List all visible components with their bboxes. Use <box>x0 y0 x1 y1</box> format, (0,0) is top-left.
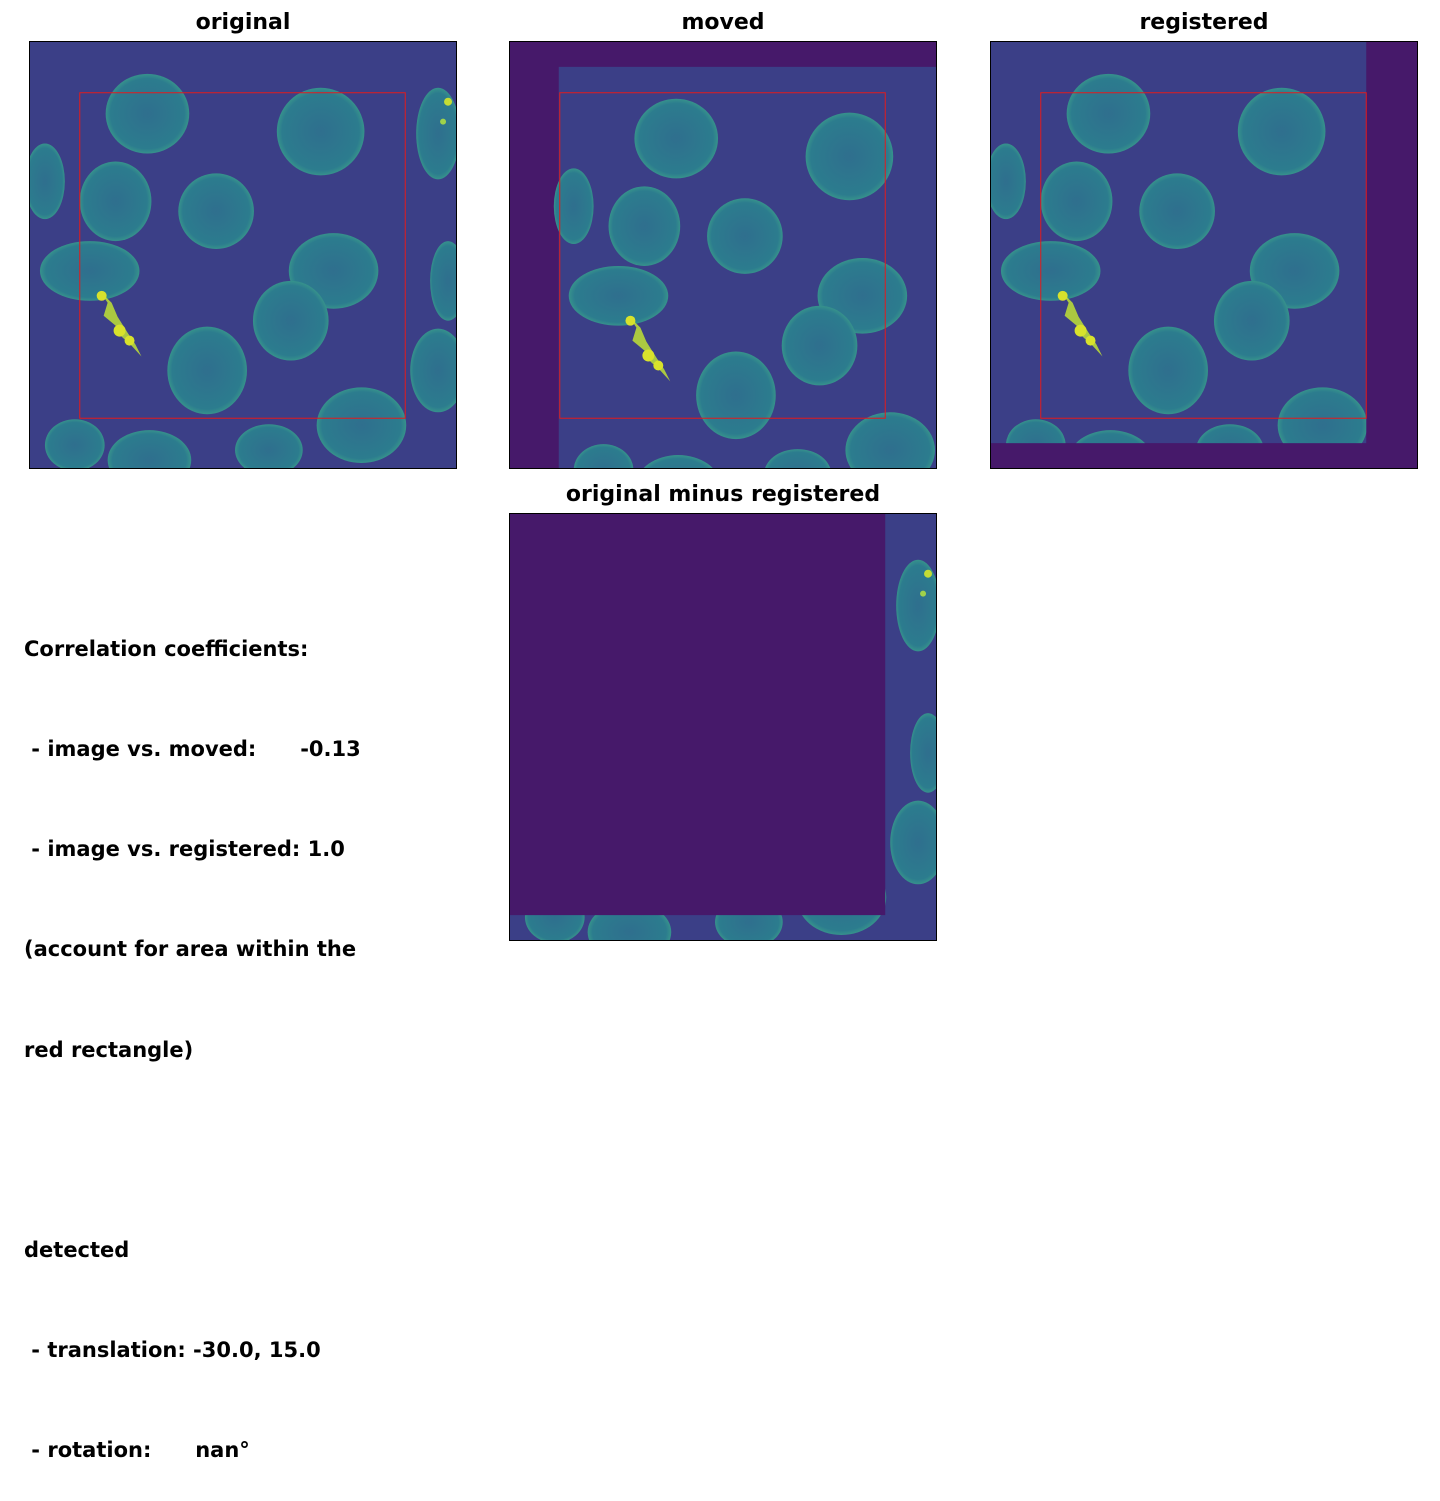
text-line: - image vs. registered: 1.0 <box>24 837 345 862</box>
text-line: red rectangle) <box>24 1037 194 1062</box>
panel-title-registered: registered <box>1139 10 1269 35</box>
moved-image-canvas <box>510 42 936 468</box>
cell-scene-original <box>30 42 456 468</box>
image-difference <box>509 513 937 941</box>
panel-title-diff: original minus registered <box>565 482 881 507</box>
text-line: - rotation: nan° <box>24 1438 250 1463</box>
panel-title-original: original <box>195 10 291 35</box>
original-image-canvas <box>30 42 456 468</box>
difference-image-canvas <box>510 514 936 940</box>
image-original <box>29 41 457 469</box>
red-rectangle <box>79 92 406 419</box>
text-line: - translation: -30.0, 15.0 <box>24 1338 321 1363</box>
text-line: Correlation coefficients: <box>24 636 309 661</box>
text-line: - image vs. moved: -0.13 <box>24 737 361 762</box>
results-text: Correlation coefficients: - image vs. mo… <box>24 566 484 1501</box>
text-line: (account for area within the <box>24 937 357 962</box>
red-rectangle <box>559 92 886 419</box>
image-moved <box>509 41 937 469</box>
image-registered <box>990 41 1418 469</box>
panel-title-moved: moved <box>681 10 765 35</box>
text-line <box>24 1134 484 1167</box>
red-rectangle <box>1040 92 1367 419</box>
registered-image-canvas <box>991 42 1417 468</box>
text-line: detected <box>24 1238 130 1263</box>
